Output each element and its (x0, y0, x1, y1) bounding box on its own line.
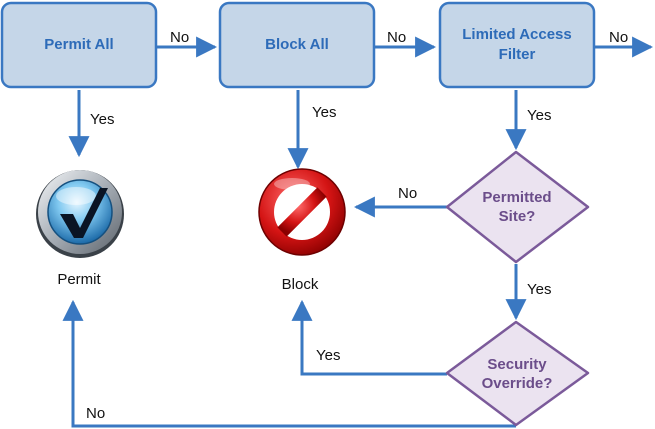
decision-security-override-line1: Security (487, 356, 547, 373)
checkmark-icon (36, 170, 124, 258)
node-permit-all-label: Permit All (44, 36, 113, 53)
node-limited-access-filter-line2: Filter (499, 46, 536, 63)
node-limited-access-filter-line1: Limited Access (462, 26, 572, 43)
edge-override-yes (291, 299, 447, 376)
outcome-block-label: Block (282, 276, 319, 293)
decision-permitted-site: Permitted Site? (445, 150, 590, 264)
edge-override-no (62, 299, 516, 428)
node-block-all-label: Block All (265, 36, 329, 53)
edge-label-limited-yes: Yes (527, 107, 551, 124)
edge-label-override-no: No (86, 405, 105, 422)
edge-label-permitted-yes: Yes (527, 281, 551, 298)
node-permit-all: Permit All (0, 1, 158, 89)
edge-label-permitted-no: No (398, 185, 417, 202)
node-block-all: Block All (218, 1, 376, 89)
decision-security-override: Security Override? (445, 320, 590, 427)
edge-label-limited-no: No (609, 29, 628, 46)
edge-label-override-yes: Yes (316, 347, 340, 364)
decision-permitted-site-line2: Site? (499, 208, 536, 225)
edge-label-block-all-no: No (387, 29, 406, 46)
edge-label-permit-all-yes: Yes (90, 111, 114, 128)
node-limited-access-filter: Limited Access Filter (438, 1, 596, 89)
prohibition-icon (258, 168, 346, 256)
edge-label-permit-all-no: No (170, 29, 189, 46)
edge-label-block-all-yes: Yes (312, 104, 336, 121)
decision-permitted-site-line1: Permitted (482, 189, 551, 206)
outcome-permit-label: Permit (57, 271, 101, 288)
decision-security-override-line2: Override? (482, 375, 553, 392)
